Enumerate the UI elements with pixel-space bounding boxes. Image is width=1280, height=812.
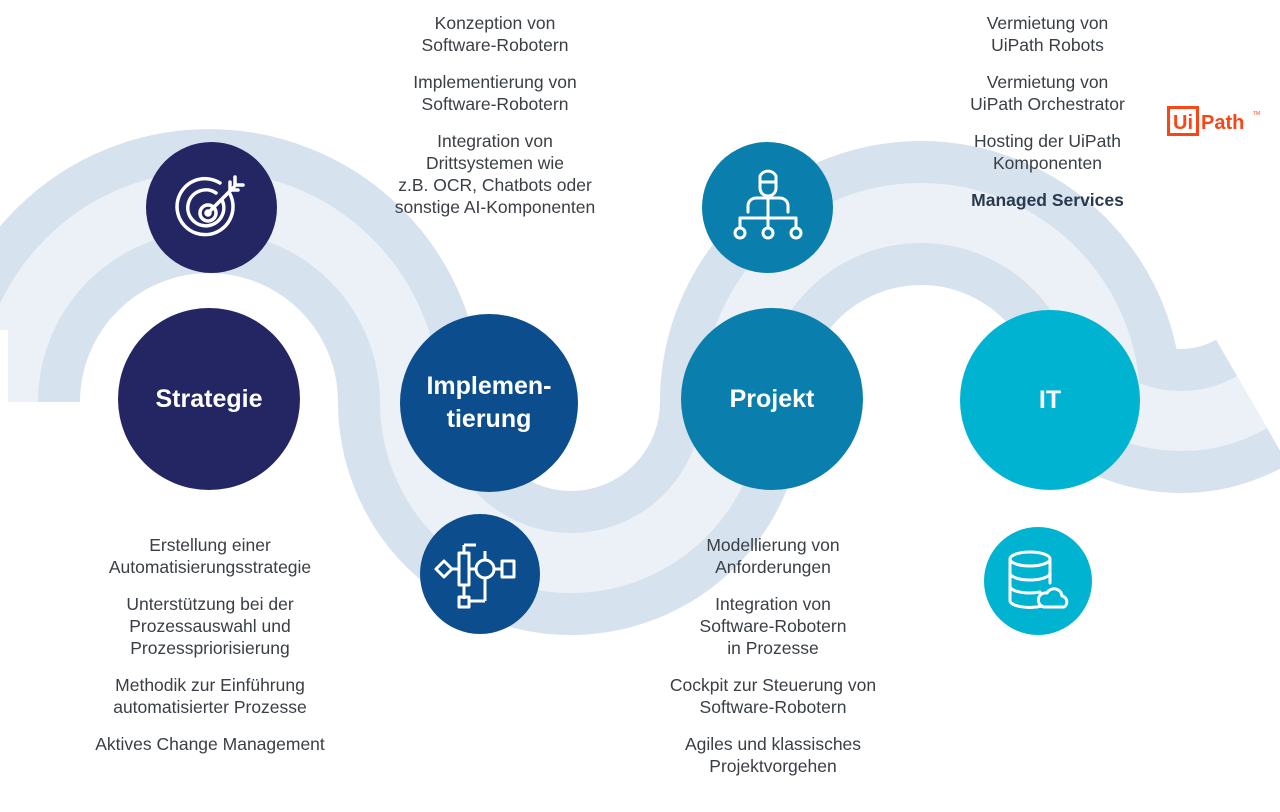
list-item: Vermietung von UiPath Orchestrator <box>970 72 1125 114</box>
stage-it-label: IT <box>1038 385 1062 414</box>
list-item: Konzeption von Software-Robotern <box>421 13 569 55</box>
list-item: Integration von Software-Robotern in Pro… <box>699 594 847 658</box>
strategie-text-list: Erstellung einer Automatisierungsstrateg… <box>60 534 360 770</box>
list-item: Implementierung von Software-Robotern <box>413 72 577 114</box>
database-cloud-icon-circle <box>984 527 1092 635</box>
hierarchy-person-icon <box>733 169 802 239</box>
list-item: Hosting der UiPath Komponenten <box>974 131 1121 173</box>
it-text-list: Vermietung von UiPath Robots Vermietung … <box>925 12 1170 226</box>
stage-implementierung-label: Implemen- tierung <box>426 372 552 433</box>
list-item: Aktives Change Management <box>95 734 325 754</box>
stage-strategie-label: Strategie <box>155 384 263 413</box>
target-icon-circle <box>146 142 277 273</box>
list-item: Managed Services <box>971 190 1124 210</box>
list-item: Erstellung einer Automatisierungsstrateg… <box>108 535 312 577</box>
list-item: Cockpit zur Steuerung von Software-Robot… <box>669 675 877 717</box>
flowchart-icon-circle <box>420 514 540 634</box>
stage-it: IT <box>960 310 1140 490</box>
flowchart-icon <box>434 543 516 609</box>
list-item: Methodik zur Einführung automatisierter … <box>113 675 307 717</box>
projekt-text-list: Modellierung von Anforderungen Integrati… <box>628 534 918 792</box>
list-item: Vermietung von UiPath Robots <box>986 13 1109 55</box>
list-item: Integration von Drittsystemen wie z.B. O… <box>394 131 596 217</box>
list-item: Agiles und klassisches Projektvorgehen <box>684 734 862 776</box>
svg-text:Ui: Ui <box>1173 112 1193 134</box>
stage-strategie: Strategie <box>118 308 300 490</box>
svg-text:Path: Path <box>1201 112 1244 134</box>
database-cloud-icon <box>1008 550 1069 609</box>
implementierung-text-list: Konzeption von Software-Robotern Impleme… <box>360 12 630 233</box>
list-item: Unterstützung bei der Prozessauswahl und… <box>126 594 294 658</box>
hierarchy-person-icon-circle <box>702 142 833 273</box>
target-icon <box>174 174 245 236</box>
stage-projekt-label: Projekt <box>729 384 815 413</box>
uipath-logo: Ui Path TM <box>1167 106 1260 136</box>
stage-projekt: Projekt <box>681 308 863 490</box>
stage-implementierung: Implemen- tierung <box>400 314 578 492</box>
svg-text:TM: TM <box>1253 111 1260 117</box>
list-item: Modellierung von Anforderungen <box>706 535 840 577</box>
